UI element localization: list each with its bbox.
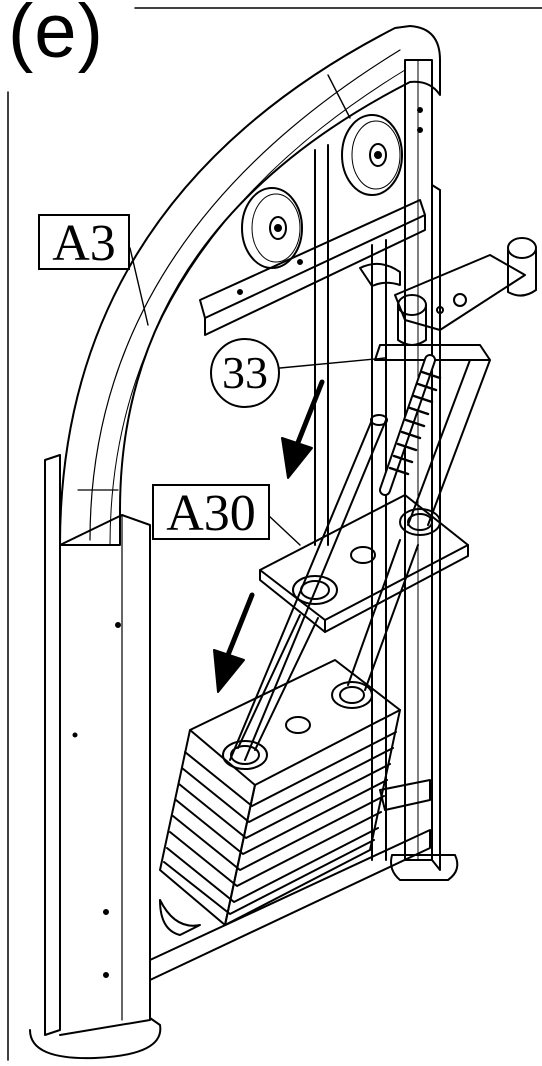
selector-spring bbox=[379, 354, 442, 496]
weight-stack bbox=[159, 659, 401, 926]
leader-A3 bbox=[129, 247, 149, 326]
lower-pulley bbox=[241, 187, 303, 269]
carriage-rods bbox=[229, 359, 491, 761]
cross-bar bbox=[199, 199, 426, 336]
arrow-down-icon bbox=[281, 379, 325, 479]
callout-A30: A30 bbox=[152, 484, 270, 540]
base-frame bbox=[149, 779, 431, 981]
lower-rods bbox=[237, 539, 419, 751]
curved-frame-A3 bbox=[59, 25, 441, 546]
top-plate-A30 bbox=[259, 494, 469, 633]
rear-upright bbox=[390, 59, 459, 881]
callout-33: 33 bbox=[210, 338, 280, 408]
top-carriage-33 bbox=[359, 237, 537, 361]
front-upright bbox=[29, 454, 162, 1060]
guide-rods bbox=[314, 144, 387, 861]
step-label: (e) bbox=[8, 0, 104, 74]
callout-A3: A3 bbox=[38, 214, 130, 270]
leader-33 bbox=[279, 357, 386, 369]
upper-pulley bbox=[341, 114, 403, 196]
arrow-down-icon bbox=[213, 592, 255, 693]
leader-A30 bbox=[267, 514, 301, 546]
